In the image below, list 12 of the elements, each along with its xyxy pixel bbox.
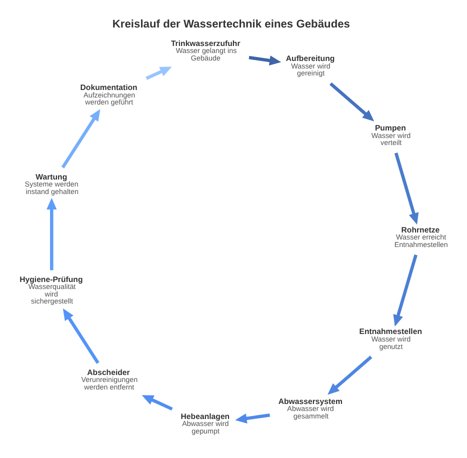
arrow xyxy=(146,66,172,80)
arrow xyxy=(393,254,418,327)
arrow xyxy=(330,82,374,122)
diagram-title: Kreislauf der Wassertechnik eines Gebäudes xyxy=(112,18,350,30)
arrow xyxy=(62,308,100,364)
arrow xyxy=(235,413,270,424)
arrow xyxy=(328,356,372,395)
arrow xyxy=(394,152,419,225)
arrow xyxy=(46,198,57,270)
arrow xyxy=(61,109,100,168)
arrow xyxy=(142,395,173,411)
arrow xyxy=(248,56,282,66)
